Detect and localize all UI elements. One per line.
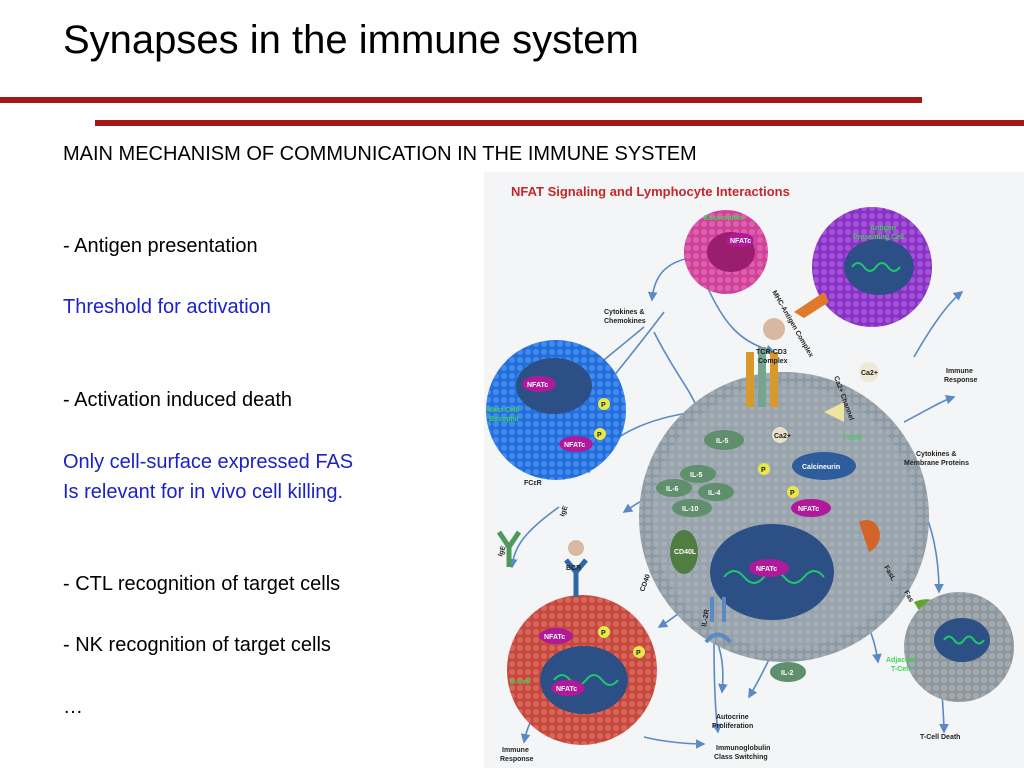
nfatc-nucleus: NFATc — [749, 559, 789, 577]
note-threshold: Threshold for activation — [63, 296, 271, 318]
fceri-label: FCεR — [524, 480, 542, 487]
svg-text:Mast Cell/: Mast Cell/ — [487, 407, 520, 414]
adjacent-t-cell: Adjacent T-Cell — [886, 592, 1014, 702]
nfat-diagram: NFAT Signaling and Lymphocyte Interactio… — [484, 172, 1024, 768]
immune-response-label-1: Immune — [946, 368, 973, 375]
svg-text:Antigen: Antigen — [870, 225, 896, 232]
autocrine-label-1: Autocrine — [716, 714, 749, 721]
cytokine-il6: IL-6 — [656, 479, 692, 497]
svg-text:P: P — [597, 432, 602, 439]
bullet-nk: - NK recognition of target cells — [63, 634, 331, 656]
phosphate-label-1: P — [761, 467, 766, 474]
cytokine-il10: IL-10 — [672, 499, 712, 517]
mast-cell-basophil: NFATc NFATc P P Mast Cell/ Basophil — [486, 340, 626, 480]
ig-class-label-2: Class Switching — [714, 754, 768, 761]
nfatc-label-1: NFATc — [798, 506, 819, 513]
ige-antibody — [496, 530, 522, 567]
phosphate-2 — [787, 486, 799, 498]
slide-title: Synapses in the immune system — [63, 18, 639, 62]
phosphate-label-2: P — [790, 490, 795, 497]
svg-text:P: P — [636, 650, 641, 657]
svg-text:NFATc: NFATc — [564, 442, 585, 449]
svg-text:Complex: Complex — [758, 358, 788, 365]
svg-text:IL-2R: IL-2R — [701, 609, 711, 627]
immune-response-label-2: Response — [944, 377, 978, 384]
svg-text:Basophil: Basophil — [489, 416, 519, 423]
svg-text:B-Cell: B-Cell — [510, 679, 530, 686]
svg-text:IL-5: IL-5 — [716, 438, 729, 445]
calcium-ion — [772, 427, 788, 443]
calcium-label: Ca2+ — [774, 433, 791, 440]
t-cell: T-Cell — [639, 372, 929, 662]
nfatc-cytoplasm: NFATc — [791, 499, 831, 517]
cytokines-chemokines-label-2: Chemokines — [604, 318, 646, 325]
svg-text:BCR: BCR — [566, 565, 581, 572]
svg-text:TCR-CD3: TCR-CD3 — [756, 349, 787, 356]
cytokine-il5: IL-5 — [680, 465, 716, 483]
svg-text:IL-6: IL-6 — [666, 486, 679, 493]
ige-label-1: IgE — [559, 505, 569, 518]
b-immune-response-label-2: Response — [500, 756, 534, 763]
svg-text:Ca2+: Ca2+ — [861, 370, 878, 377]
autocrine-label-2: Proliferation — [712, 723, 753, 730]
cytokines-membrane-label-2: Membrane Proteins — [904, 460, 969, 467]
phosphate-1 — [758, 463, 770, 475]
cytokines-chemokines-label-1: Cytokines & — [604, 309, 644, 316]
svg-text:CD40L: CD40L — [674, 549, 697, 556]
svg-text:NFATc: NFATc — [730, 238, 751, 245]
cd40-label: CD40 — [639, 573, 652, 592]
b-cell: NFATc NFATc P P B-Cell — [507, 595, 657, 745]
svg-text:NFATc: NFATc — [527, 382, 548, 389]
title-rule-top — [0, 97, 922, 103]
svg-text:IL-5: IL-5 — [690, 472, 703, 479]
cd40l: CD40L — [670, 530, 698, 574]
nfatc-label-2: NFATc — [756, 566, 777, 573]
note-fas-line2: Is relevant for in vivo cell killing. — [63, 481, 344, 503]
svg-text:NFATc: NFATc — [544, 634, 565, 641]
bullet-antigen: - Antigen presentation — [63, 235, 258, 257]
t-cell-label: T-Cell — [842, 435, 861, 442]
ige-label-2: IgE — [497, 545, 507, 558]
eosinophil-cell: NFATc Eosinophils — [684, 210, 768, 294]
svg-text:P: P — [601, 402, 606, 409]
slide-subtitle: MAIN MECHANISM OF COMMUNICATION IN THE I… — [63, 143, 697, 165]
ig-class-label-1: Immunoglobulin — [716, 745, 770, 752]
t-cell-death-label: T-Cell Death — [920, 734, 960, 741]
bullet-ctl: - CTL recognition of target cells — [63, 573, 341, 595]
cytokine-il5-top: IL-5 — [704, 430, 744, 450]
bcr-receptor: BCR — [564, 540, 588, 597]
svg-text:Adjacent: Adjacent — [886, 657, 916, 664]
svg-text:P: P — [601, 630, 606, 637]
note-fas-line1: Only cell-surface expressed FAS — [63, 451, 354, 473]
calcineurin-label: Calcineurin — [802, 464, 840, 471]
svg-text:T-Cell: T-Cell — [891, 666, 910, 673]
diagram-title: NFAT Signaling and Lymphocyte Interactio… — [511, 184, 790, 199]
cytokines-membrane-label-1: Cytokines & — [916, 451, 956, 458]
b-immune-response-label-1: Immune — [502, 747, 529, 754]
title-rule-bottom — [95, 120, 1024, 126]
svg-text:NFATc: NFATc — [556, 686, 577, 693]
svg-text:Presenting Cell: Presenting Cell — [853, 234, 904, 241]
svg-text:IL-4: IL-4 — [708, 490, 721, 497]
nfat-diagram-svg: NFAT Signaling and Lymphocyte Interactio… — [486, 184, 1014, 763]
calcineurin: Calcineurin — [792, 452, 856, 480]
il2-receptor: IL-2R — [701, 597, 732, 644]
bullet-ellipsis: … — [63, 696, 83, 718]
svg-text:IL-10: IL-10 — [682, 506, 698, 513]
svg-text:Eosinophils: Eosinophils — [704, 215, 744, 222]
antigen-presenting-cell: Antigen Presenting Cell — [794, 207, 932, 327]
cytokine-il2: IL-2 — [770, 662, 806, 682]
cytokine-il4: IL-4 — [698, 483, 734, 501]
mhc-antigen — [763, 318, 785, 340]
bullet-activation-death: - Activation induced death — [63, 389, 293, 411]
svg-text:IL-2: IL-2 — [781, 670, 794, 677]
